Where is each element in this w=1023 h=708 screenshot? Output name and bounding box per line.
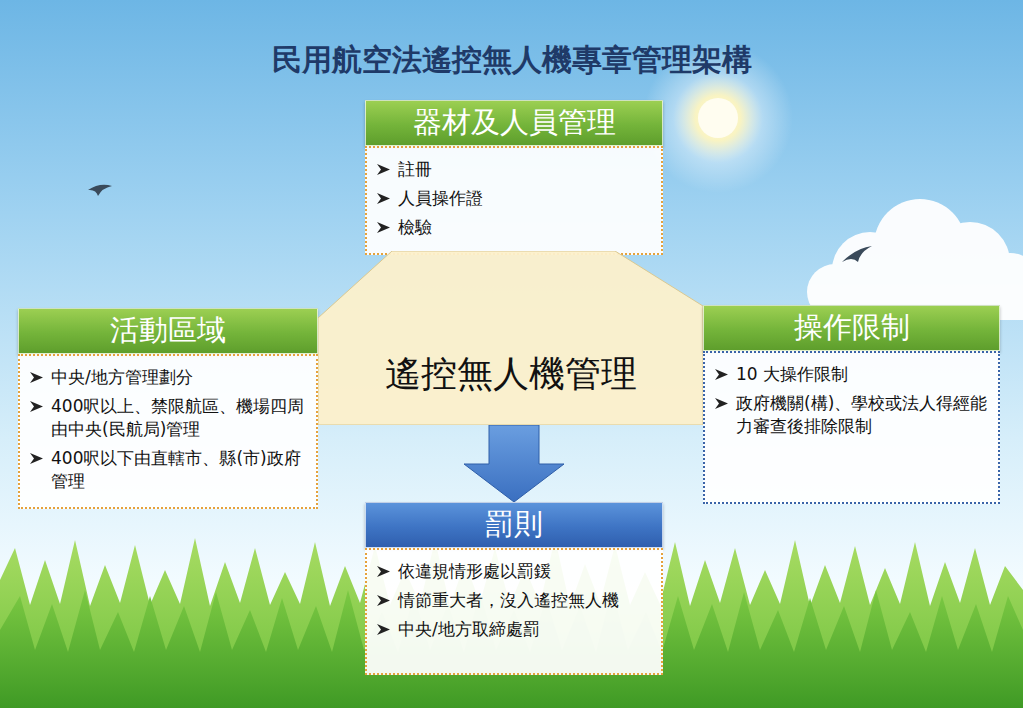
category-box: 活動區域中央/地方管理劃分 400呎以上、禁限航區、機場四周由中央(民航局)管理 4…: [18, 308, 318, 509]
category-header: 罰則: [365, 502, 663, 548]
category-header: 器材及人員管理: [365, 100, 663, 146]
category-box: 器材及人員管理註冊人員操作證檢驗: [365, 100, 663, 255]
bullet-arrow-shape: [377, 222, 390, 233]
sun-core: [698, 98, 738, 138]
grass-back: [0, 538, 1023, 708]
bullet-arrow: [30, 400, 43, 413]
bullet-arrow: [30, 371, 43, 384]
list-item-text: 人員操作證: [398, 187, 483, 210]
list-item: 政府機關(構)、學校或法人得經能力審查後排除限制: [715, 392, 988, 438]
bullet-arrow: [377, 594, 390, 607]
list-item-text: 400呎以下由直轄市、縣(市)政府管理: [51, 447, 306, 493]
central-topic-shape: 遙控無人機管理: [318, 251, 703, 425]
central-shape-outline: [318, 251, 703, 425]
category-body: 中央/地方管理劃分 400呎以上、禁限航區、機場四周由中央(民航局)管理 400呎以…: [18, 354, 318, 509]
central-topic-text: 遙控無人機管理: [385, 350, 637, 399]
list-item-text: 註冊: [398, 158, 432, 181]
bullet-arrow-shape: [377, 566, 390, 577]
bullet-arrow-shape: [715, 369, 728, 380]
list-item: 人員操作證: [377, 187, 651, 210]
category-body: 註冊人員操作證檢驗: [365, 146, 663, 255]
bullet-arrow: [30, 452, 43, 465]
list-item-text: 情節重大者，沒入遙控無人機: [398, 589, 619, 612]
category-title: 器材及人員管理: [407, 101, 622, 145]
list-item-text: 400呎以上、禁限航區、機場四周由中央(民航局)管理: [51, 395, 306, 441]
list-item-text: 政府機關(構)、學校或法人得經能力審查後排除限制: [736, 392, 988, 438]
list-item-text: 檢驗: [398, 216, 432, 239]
category-title: 罰則: [479, 503, 549, 547]
list-item: 10 大操作限制: [715, 363, 988, 386]
list-item-text: 10 大操作限制: [736, 363, 848, 386]
list-item: 情節重大者，沒入遙控無人機: [377, 589, 651, 612]
diagram-title: 民用航空法遙控無人機專章管理架構: [0, 40, 1023, 81]
category-title: 活動區域: [104, 309, 232, 353]
bullet-arrow-shape: [30, 401, 43, 412]
category-header: 操作限制: [703, 305, 1000, 351]
bullet-arrow: [715, 368, 728, 381]
list-item-text: 依違規情形處以罰鍰: [398, 560, 551, 583]
block-arrow: [464, 425, 564, 502]
bullet-arrow: [377, 623, 390, 636]
category-body: 10 大操作限制政府機關(構)、學校或法人得經能力審查後排除限制: [703, 351, 1000, 504]
bullet-arrow-shape: [377, 164, 390, 175]
list-item: 中央/地方管理劃分: [30, 366, 306, 389]
bird: [842, 246, 872, 262]
bullet-arrow: [377, 192, 390, 205]
central-shape-fill: [318, 251, 703, 425]
list-item: 400呎以下由直轄市、縣(市)政府管理: [30, 447, 306, 493]
list-item: 依違規情形處以罰鍰: [377, 560, 651, 583]
list-item: 註冊: [377, 158, 651, 181]
list-item: 中央/地方取締處罰: [377, 618, 651, 641]
list-item: 檢驗: [377, 216, 651, 239]
category-box: 罰則依違規情形處以罰鍰情節重大者，沒入遙控無人機中央/地方取締處罰: [365, 502, 663, 675]
list-item-text: 中央/地方管理劃分: [51, 366, 193, 389]
bullet-arrow-shape: [377, 595, 390, 606]
bullet-arrow-shape: [30, 453, 43, 464]
category-body: 依違規情形處以罰鍰情節重大者，沒入遙控無人機中央/地方取締處罰: [365, 548, 663, 675]
bird: [88, 185, 112, 196]
bullet-arrow: [377, 565, 390, 578]
list-item-text: 中央/地方取締處罰: [398, 618, 540, 641]
category-header: 活動區域: [18, 308, 318, 354]
bullet-arrow-shape: [715, 398, 728, 409]
bullet-arrow-shape: [30, 372, 43, 383]
category-title: 操作限制: [788, 306, 916, 350]
list-item: 400呎以上、禁限航區、機場四周由中央(民航局)管理: [30, 395, 306, 441]
category-box: 操作限制10 大操作限制政府機關(構)、學校或法人得經能力審查後排除限制: [703, 305, 1000, 504]
bullet-arrow: [377, 163, 390, 176]
bullet-arrow: [715, 397, 728, 410]
cloud: [807, 199, 1023, 320]
bullet-arrow-shape: [377, 193, 390, 204]
bullet-arrow-shape: [377, 624, 390, 635]
bullet-arrow: [377, 221, 390, 234]
